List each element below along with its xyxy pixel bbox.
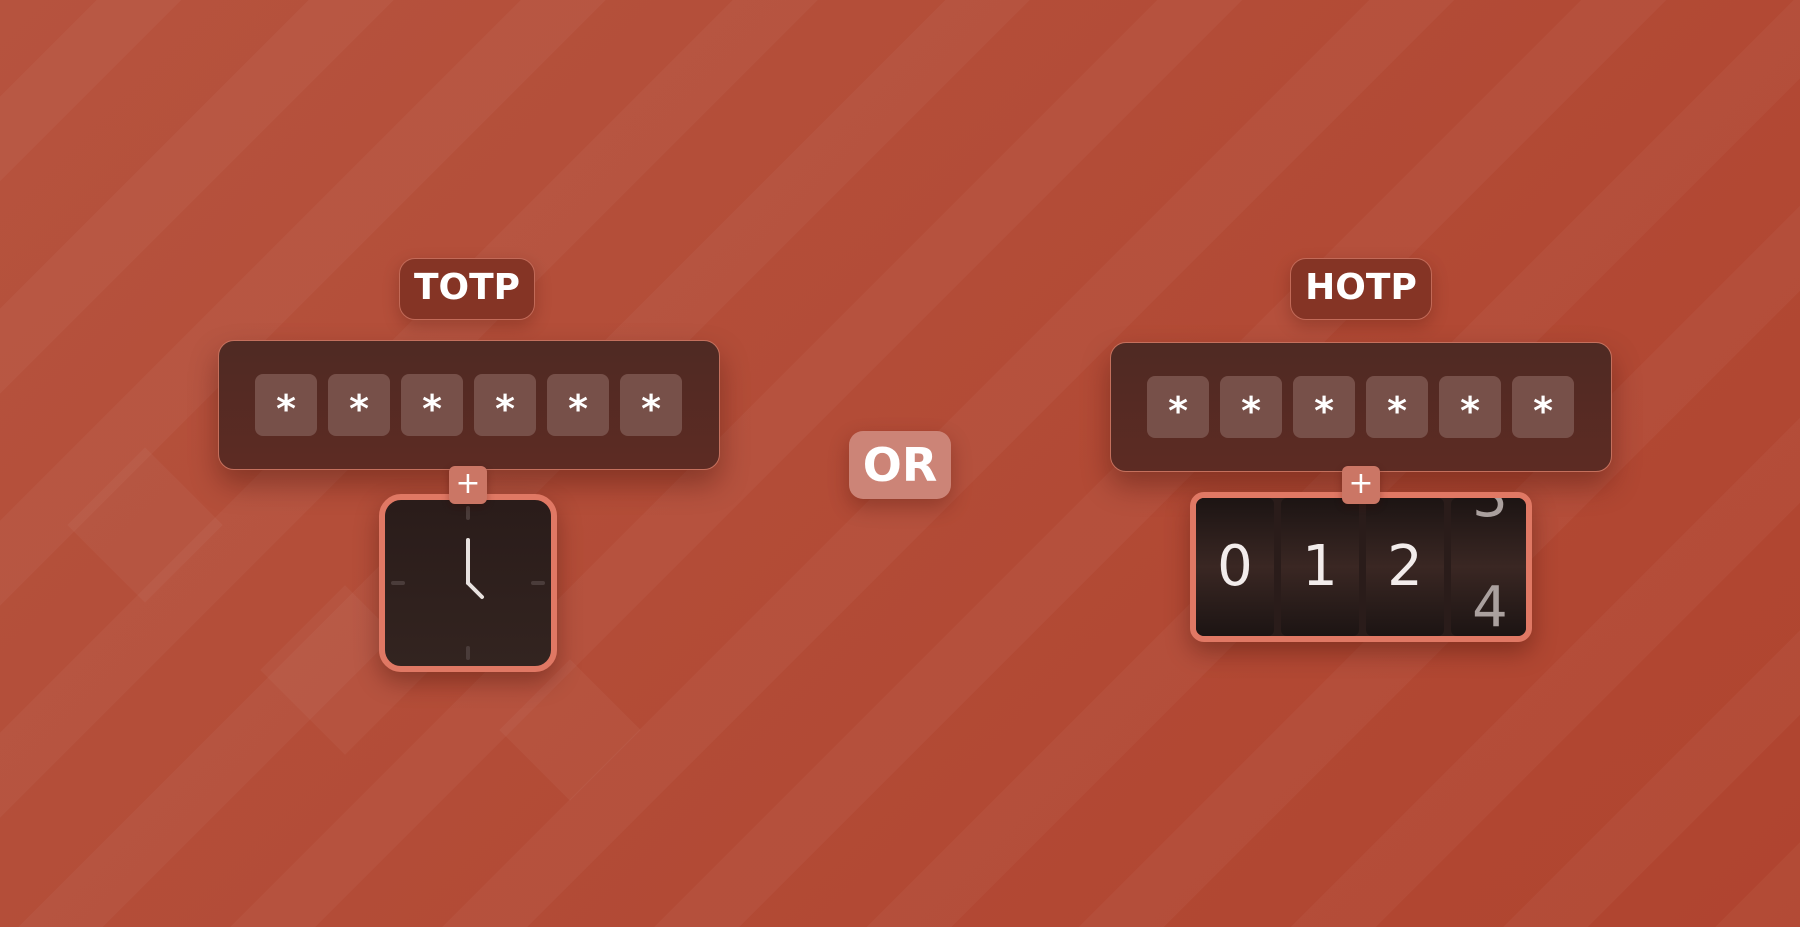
counter-digit: 0 xyxy=(1196,498,1274,636)
totp-code-slot: * xyxy=(328,374,390,436)
rolling-previous-digit: 3 xyxy=(1472,492,1508,530)
hotp-code-slot: * xyxy=(1220,376,1282,438)
clock-icon xyxy=(379,494,557,672)
hotp-counter: 0 1 2 3 4 xyxy=(1190,492,1532,642)
rolling-next-digit: 4 xyxy=(1472,575,1508,640)
or-separator: OR xyxy=(849,431,951,499)
totp-label: TOTP xyxy=(399,258,535,320)
hotp-code-slot: * xyxy=(1293,376,1355,438)
counter-digit-rolling: 3 4 xyxy=(1451,498,1526,636)
hotp-code-slot: * xyxy=(1512,376,1574,438)
counter-digit: 2 xyxy=(1366,498,1444,636)
clock-face xyxy=(391,506,545,660)
hotp-label: HOTP xyxy=(1290,258,1432,320)
hotp-code-slot: * xyxy=(1147,376,1209,438)
counter-digit: 1 xyxy=(1281,498,1359,636)
totp-code-panel: * * * * * * xyxy=(218,340,720,470)
totp-code-slot: * xyxy=(401,374,463,436)
totp-code-slot: * xyxy=(255,374,317,436)
totp-code-slot: * xyxy=(474,374,536,436)
hotp-code-slot: * xyxy=(1439,376,1501,438)
hotp-code-slots: * * * * * * xyxy=(1147,376,1574,438)
bottom-border xyxy=(0,927,1800,929)
totp-code-slots: * * * * * * xyxy=(255,374,682,436)
hotp-code-slot: * xyxy=(1366,376,1428,438)
hotp-code-panel: * * * * * * xyxy=(1110,342,1612,472)
totp-code-slot: * xyxy=(620,374,682,436)
totp-code-slot: * xyxy=(547,374,609,436)
hotp-plus-connector: + xyxy=(1342,466,1380,504)
totp-plus-connector: + xyxy=(449,466,487,504)
